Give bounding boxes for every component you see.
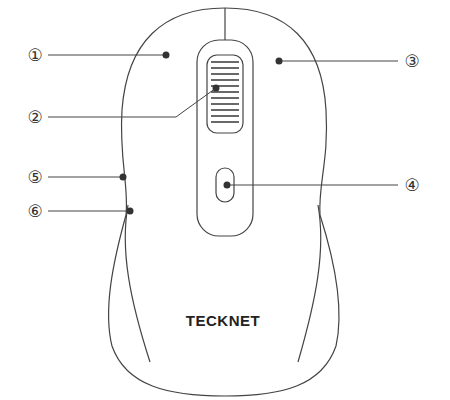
leader-dot [276, 58, 283, 65]
right-side-curve [298, 205, 321, 362]
callout-number: ② [27, 109, 42, 126]
wheel-ridge [211, 121, 239, 123]
leader-line [48, 88, 216, 117]
wheel-ridge [211, 91, 239, 93]
brand-logo: TECKNET [186, 313, 260, 328]
callout-number: ① [27, 47, 42, 64]
wheel-ridge [211, 61, 239, 63]
callout-number: ⑥ [27, 203, 42, 220]
wheel-ridge [211, 97, 239, 99]
callout-number: ③ [404, 53, 419, 70]
leader-line [48, 55, 166, 56]
mouse-body [109, 8, 339, 396]
leader-line [227, 185, 398, 186]
leader-dot [127, 208, 134, 215]
callout-number: ④ [404, 177, 419, 194]
wheel-ridge [211, 103, 239, 105]
leader-dot [163, 52, 170, 59]
scroll-wheel [207, 55, 243, 133]
leader-dot [120, 174, 127, 181]
wheel-ridge [211, 109, 239, 111]
leader-dot [224, 182, 231, 189]
leader-line [48, 177, 123, 178]
wheel-slot [197, 40, 253, 236]
button-split [224, 8, 225, 40]
wheel-ridge [211, 73, 239, 75]
leader-line [48, 211, 130, 212]
wheel-ridge [211, 67, 239, 69]
wheel-ridges [211, 62, 239, 122]
callout-number: ⑤ [27, 169, 42, 186]
wheel-ridge [211, 115, 239, 117]
leader-dot [213, 85, 220, 92]
wheel-ridge [211, 79, 239, 81]
left-side-curve [125, 205, 150, 362]
leader-line [279, 61, 398, 62]
